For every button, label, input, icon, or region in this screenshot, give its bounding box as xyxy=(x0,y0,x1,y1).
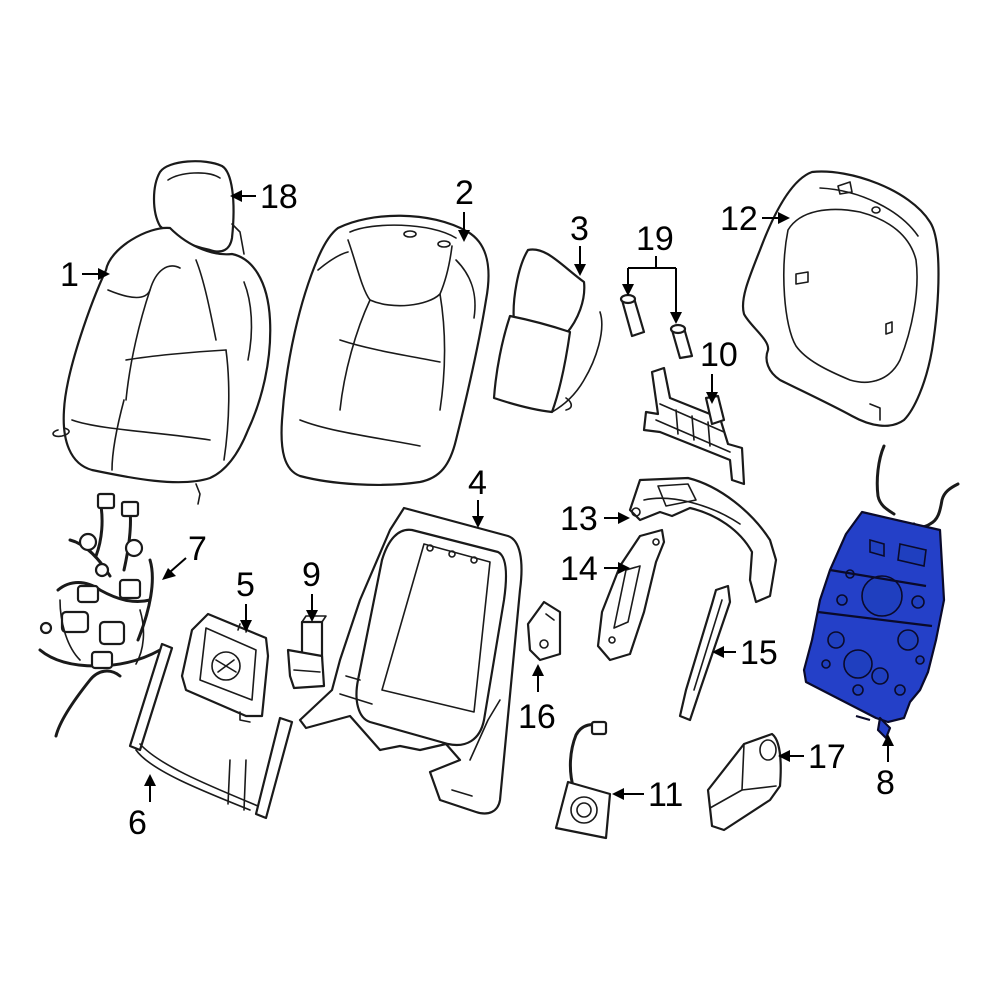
callout-label-7: 7 xyxy=(188,530,207,568)
part-6-wire-frame[interactable] xyxy=(128,642,294,820)
callout-18: 18 xyxy=(230,178,298,216)
callout-label-6: 6 xyxy=(128,804,147,842)
callout-label-5: 5 xyxy=(236,566,255,604)
callout-label-16: 16 xyxy=(518,698,556,736)
callout-label-17: 17 xyxy=(808,738,846,776)
callout-8: 8 xyxy=(876,734,895,802)
part-14-side-plate[interactable] xyxy=(596,528,666,662)
callout-label-12: 12 xyxy=(720,200,758,238)
callout-7: 7 xyxy=(162,530,207,580)
part-10-bracket[interactable] xyxy=(642,366,746,486)
part-17-housing[interactable] xyxy=(706,732,782,832)
callout-label-14: 14 xyxy=(560,550,598,588)
part-13-cross-member[interactable] xyxy=(628,476,778,604)
callout-2: 2 xyxy=(455,174,474,242)
callout-6: 6 xyxy=(128,774,156,842)
part-16-bracket[interactable] xyxy=(526,600,562,662)
callout-label-15: 15 xyxy=(740,634,778,672)
callout-label-2: 2 xyxy=(455,174,474,212)
part-7-wiring-harness[interactable] xyxy=(38,492,162,738)
callout-label-10: 10 xyxy=(700,336,738,374)
part-4-seatback-frame[interactable] xyxy=(298,506,523,815)
callout-19: 19 xyxy=(622,220,682,324)
callout-1: 1 xyxy=(60,256,110,294)
callout-5: 5 xyxy=(236,566,255,632)
callout-14: 14 xyxy=(560,550,630,588)
part-11-sensor[interactable] xyxy=(554,720,612,840)
part-12-rear-panel[interactable] xyxy=(741,170,940,427)
callout-12: 12 xyxy=(720,200,790,238)
callout-16: 16 xyxy=(518,664,556,736)
part-3-side-panel[interactable] xyxy=(492,248,603,414)
callout-label-9: 9 xyxy=(302,556,321,594)
part-5-lumbar-housing[interactable] xyxy=(180,612,270,723)
callout-label-11: 11 xyxy=(648,776,683,814)
callout-label-13: 13 xyxy=(560,500,598,538)
part-1-seatback-cover[interactable] xyxy=(52,226,272,505)
callout-15: 15 xyxy=(712,634,778,672)
callout-4: 4 xyxy=(468,464,487,528)
part-19-headrest-guides[interactable] xyxy=(619,293,694,360)
callout-11: 11 xyxy=(612,776,683,814)
part-2-seatback-pad[interactable] xyxy=(280,214,490,486)
callout-label-4: 4 xyxy=(468,464,487,502)
part-9-module[interactable] xyxy=(286,615,327,690)
callout-label-19: 19 xyxy=(636,220,674,258)
callout-17: 17 xyxy=(778,738,846,776)
callout-label-3: 3 xyxy=(570,210,589,248)
callout-10: 10 xyxy=(700,336,738,404)
callout-13: 13 xyxy=(560,500,630,538)
part-15-strip[interactable] xyxy=(678,584,732,722)
callout-label-18: 18 xyxy=(260,178,298,216)
callout-9: 9 xyxy=(302,556,321,622)
callout-label-8: 8 xyxy=(876,764,895,802)
part-18-headrest[interactable] xyxy=(152,160,245,255)
part-8-back-plate-highlighted[interactable] xyxy=(802,444,960,740)
callout-label-1: 1 xyxy=(60,256,79,294)
callout-3: 3 xyxy=(570,210,589,276)
